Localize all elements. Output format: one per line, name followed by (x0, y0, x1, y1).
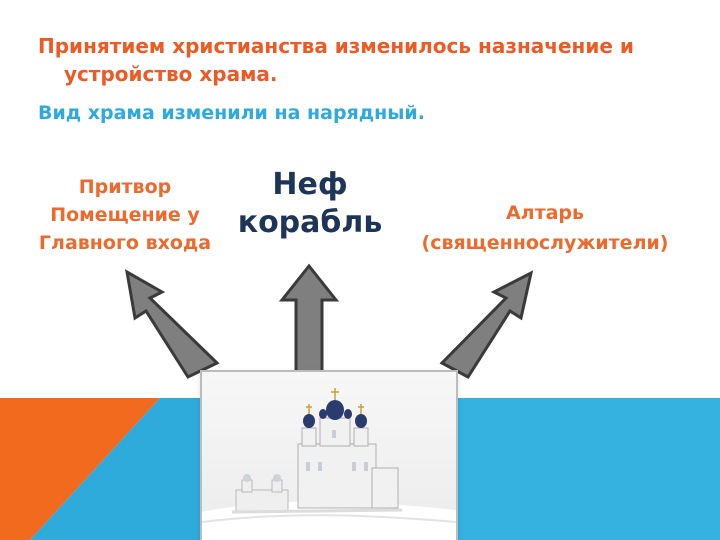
label-altar-line2: (священнослужители) (421, 232, 669, 254)
blue-band-right (440, 398, 720, 540)
orange-band (0, 398, 160, 540)
label-pritvor-line1: Притвор (78, 176, 172, 198)
label-nef-line1: Неф (272, 167, 348, 202)
church-photo (202, 372, 456, 540)
label-altar: Алтарь (священнослужители) (400, 198, 690, 258)
label-altar-line1: Алтарь (505, 202, 585, 224)
church-illustration (202, 372, 456, 540)
blue-band-left (30, 398, 240, 540)
label-pritvor-line3: Главного входа (38, 232, 212, 254)
label-nef: Неф корабль (220, 166, 400, 242)
label-pritvor: Притвор Помещение у Главного входа (20, 173, 230, 257)
slide-heading: Принятием христианства изменилось назнач… (38, 34, 634, 86)
slide-subheading: Вид храма изменили на нарядный. (38, 102, 425, 124)
label-pritvor-line2: Помещение у (50, 204, 200, 226)
label-nef-line2: корабль (237, 205, 383, 240)
